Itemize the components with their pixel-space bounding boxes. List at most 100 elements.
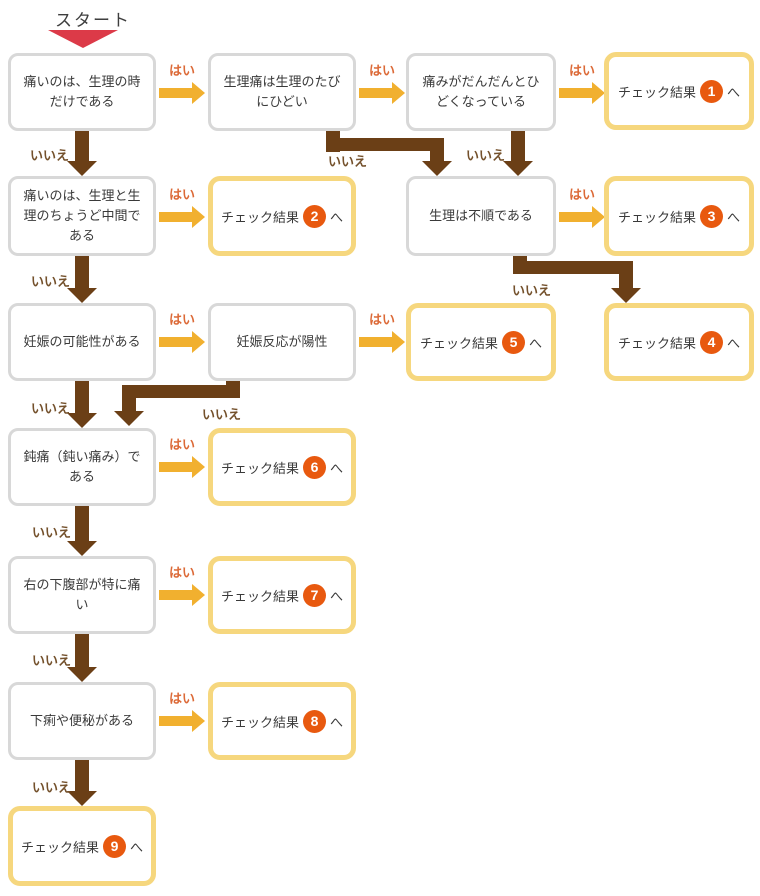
result-number-badge: 8 [303, 709, 326, 733]
result-number-badge: 2 [303, 204, 326, 228]
question-box-q1: 痛いのは、生理の時だけである [8, 53, 156, 131]
question-text: 妊娠反応が陽性 [236, 333, 328, 349]
yes-arrow: はい [159, 565, 205, 606]
result-suffix: へ [727, 209, 741, 225]
no-arrow [611, 274, 641, 303]
yes-arrow: はい [159, 187, 205, 228]
no-arrow-segment [122, 385, 240, 398]
no-label: いいえ [512, 283, 552, 298]
result-prefix: チェック結果 [220, 460, 299, 476]
yes-label: はい [168, 691, 196, 706]
question-text: 生理痛は生理のたびにひどい [223, 73, 341, 109]
no-arrow [67, 760, 97, 806]
yes-label: はい [368, 312, 396, 327]
result-suffix: へ [130, 839, 144, 855]
result-prefix: チェック結果 [617, 209, 696, 225]
result-suffix: へ [330, 209, 344, 225]
no-arrow [114, 398, 144, 426]
question-text: 痛いのは、生理の時だけである [23, 73, 141, 109]
result-suffix: へ [330, 714, 344, 730]
question-text: 痛いのは、生理と生理のちょうど中間である [23, 187, 141, 244]
result-suffix: へ [727, 335, 741, 351]
yes-arrow: はい [359, 312, 405, 353]
no-label: いいえ [32, 525, 72, 540]
no-label: いいえ [202, 407, 242, 422]
result-prefix: チェック結果 [419, 335, 498, 351]
no-arrow [67, 256, 97, 303]
result-number-badge: 6 [303, 455, 326, 479]
no-arrow [503, 131, 533, 176]
question-box-q5: 生理は不順である [406, 176, 556, 256]
question-box-q10: 下痢や便秘がある [8, 682, 156, 760]
yes-label: はい [568, 63, 596, 78]
no-label: いいえ [328, 154, 368, 169]
yes-arrow: はい [159, 691, 205, 732]
yes-arrow: はい [559, 187, 605, 228]
result-prefix: チェック結果 [617, 84, 696, 100]
question-box-q2: 生理痛は生理のたびにひどい [208, 53, 356, 131]
yes-label: はい [168, 187, 196, 202]
no-arrow [67, 634, 97, 682]
question-box-q8: 鈍痛（鈍い痛み）である [8, 428, 156, 506]
yes-arrow: はい [159, 63, 205, 104]
yes-arrow: はい [159, 437, 205, 478]
result-number-badge: 1 [700, 79, 723, 103]
no-label: いいえ [466, 148, 506, 163]
no-arrow-segment [326, 138, 444, 151]
question-text: 右の下腹部が特に痛い [23, 576, 141, 612]
yes-label: はい [168, 565, 196, 580]
no-label: いいえ [32, 780, 72, 795]
yes-label: はい [368, 63, 396, 78]
question-box-q7: 妊娠反応が陽性 [208, 303, 356, 381]
question-box-q3: 痛みがだんだんとひどくなっている [406, 53, 556, 131]
question-box-q4: 痛いのは、生理と生理のちょうど中間である [8, 176, 156, 256]
no-label: いいえ [30, 148, 70, 163]
question-box-q6: 妊娠の可能性がある [8, 303, 156, 381]
no-arrow-segment [513, 261, 633, 274]
question-text: 下痢や便秘がある [29, 712, 134, 728]
yes-arrow: はい [159, 312, 205, 353]
yes-arrow: はい [559, 63, 605, 104]
no-label: いいえ [31, 401, 71, 416]
result-suffix: へ [330, 588, 344, 604]
no-arrow [422, 151, 452, 176]
result-prefix: チェック結果 [220, 588, 299, 604]
result-number-badge: 7 [303, 583, 326, 607]
no-arrow [67, 506, 97, 556]
no-arrow [67, 131, 97, 176]
yes-label: はい [568, 187, 596, 202]
result-number-badge: 5 [502, 330, 525, 354]
no-label: いいえ [31, 274, 71, 289]
result-prefix: チェック結果 [20, 839, 99, 855]
result-prefix: チェック結果 [617, 335, 696, 351]
question-text: 生理は不順である [429, 207, 533, 223]
result-prefix: チェック結果 [220, 714, 299, 730]
yes-label: はい [168, 437, 196, 452]
start-label: スタート [55, 11, 131, 30]
question-text: 痛みがだんだんとひどくなっている [422, 73, 540, 109]
yes-label: はい [168, 63, 196, 78]
result-prefix: チェック結果 [220, 209, 299, 225]
result-number-badge: 3 [700, 204, 723, 228]
start-arrow-icon [48, 30, 118, 48]
question-box-q9: 右の下腹部が特に痛い [8, 556, 156, 634]
result-number-badge: 4 [700, 330, 723, 354]
result-number-badge: 9 [103, 834, 126, 858]
question-text: 妊娠の可能性がある [23, 333, 141, 349]
no-arrow [67, 381, 97, 428]
yes-arrow: はい [359, 63, 405, 104]
question-text: 鈍痛（鈍い痛み）である [23, 448, 141, 484]
result-suffix: へ [529, 335, 543, 351]
yes-label: はい [168, 312, 196, 327]
result-suffix: へ [330, 460, 344, 476]
